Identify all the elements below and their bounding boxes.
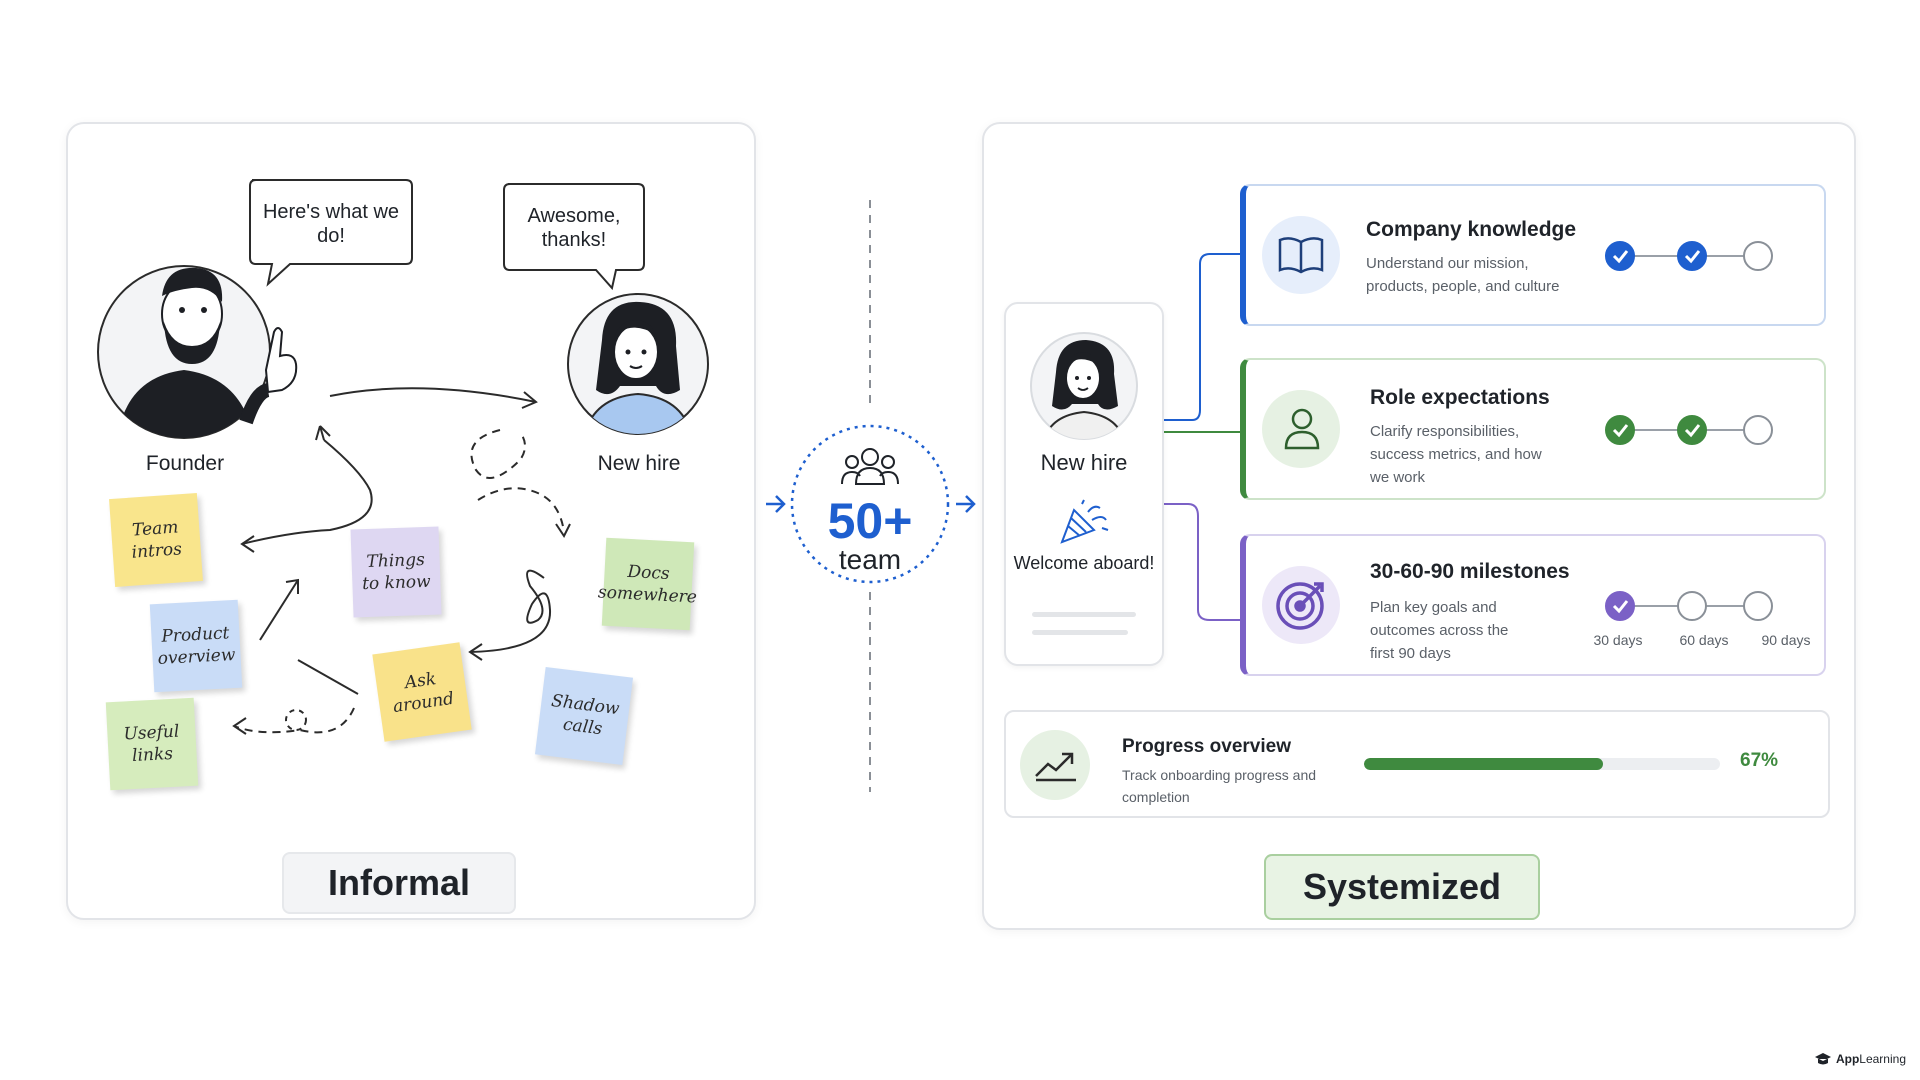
progress-description: Track onboarding progress and completion (1122, 767, 1317, 805)
newhire-speech-text: Awesome, thanks! (527, 205, 621, 251)
sticky-docs-somewhere: Docs somewhere (598, 537, 697, 631)
check-circle-icon (1605, 241, 1635, 271)
placeholder-line (1032, 630, 1128, 635)
progress-bar-fill (1364, 758, 1603, 770)
informal-label: Informal (282, 852, 516, 914)
newhire-label: New hire (597, 452, 681, 475)
empty-circle-icon (1743, 591, 1773, 621)
founder-speech-text: Here's what we do! (262, 201, 400, 247)
progress-icon-circle (1020, 730, 1090, 800)
progress-percent: 67% (1740, 750, 1779, 771)
check-circle-icon (1605, 591, 1635, 621)
milestone-label: 90 days (1761, 632, 1811, 648)
sticky-useful-links: Useful links (105, 697, 199, 791)
new-hire-card-label: New hire (1040, 450, 1128, 475)
systemized-label: Systemized (1264, 854, 1540, 920)
sticky-ask-around: Ask around (372, 642, 472, 742)
step-progress-track (1605, 591, 1773, 621)
checkmark-icon (1612, 424, 1629, 438)
welcome-text: Welcome aboard! (1013, 553, 1155, 573)
sticky-things-to-know: Things to know (350, 526, 442, 618)
progress-bar (1364, 758, 1720, 770)
newhire-speech-bubble (503, 183, 645, 291)
empty-circle-icon (1677, 591, 1707, 621)
messy-arrows (232, 387, 571, 735)
team-icon (841, 448, 899, 485)
step-description: Plan key goals and outcomes across the f… (1370, 599, 1509, 662)
founder-avatar (97, 265, 298, 439)
check-circle-icon (1605, 415, 1635, 445)
step-progress-track (1605, 241, 1773, 271)
center-connector (766, 200, 976, 792)
check-circle-icon (1677, 415, 1707, 445)
progress-title: Progress overview (1122, 736, 1291, 757)
empty-circle-icon (1743, 415, 1773, 445)
placeholder-line (1032, 612, 1136, 617)
step-title: Company knowledge (1366, 218, 1577, 241)
step-title: Role expectations (1370, 386, 1550, 409)
step-connectors (1164, 253, 1244, 621)
sticky-team-intros: Team intros (109, 493, 203, 587)
party-popper-icon (1060, 499, 1109, 544)
team-count: 50+ (827, 493, 913, 549)
step-description: Clarify responsibilities, success metric… (1370, 423, 1542, 486)
checkmark-icon (1612, 600, 1629, 614)
person-icon (1284, 408, 1320, 450)
sticky-product-overview: Product overview (149, 599, 243, 693)
brand-name-rest: Learning (1859, 1052, 1906, 1066)
book-icon (1278, 237, 1324, 274)
trend-up-icon (1035, 752, 1076, 782)
empty-circle-icon (1743, 241, 1773, 271)
step-progress-track (1605, 415, 1773, 445)
checkmark-icon (1684, 424, 1701, 438)
step-description: Understand our mission, products, people… (1366, 255, 1560, 295)
checkmark-icon (1684, 250, 1701, 264)
newhire-avatar (567, 293, 709, 435)
check-circle-icon (1677, 241, 1707, 271)
founder-speech-bubble (249, 179, 413, 287)
milestone-label: 30 days (1593, 632, 1643, 648)
target-icon (1276, 582, 1324, 630)
milestone-label: 60 days (1679, 632, 1729, 648)
brand-logo: AppLearning (1814, 1052, 1906, 1066)
checkmark-icon (1612, 250, 1629, 264)
graduation-cap-icon (1814, 1053, 1831, 1065)
sticky-shadow-calls: Shadow calls (534, 666, 634, 766)
brand-name-bold: App (1835, 1052, 1860, 1066)
new-hire-avatar (1030, 332, 1138, 440)
step-title: 30-60-90 milestones (1370, 560, 1570, 583)
founder-label: Founder (145, 452, 225, 475)
team-word: team (838, 544, 902, 575)
